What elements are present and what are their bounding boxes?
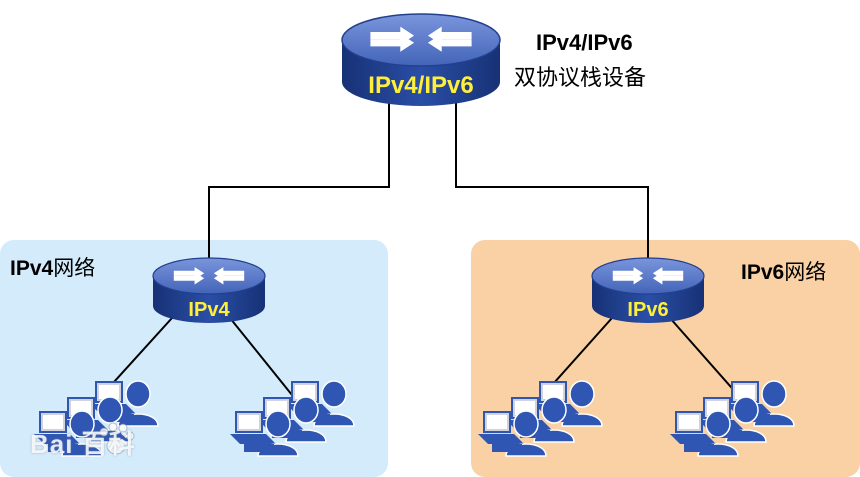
ipv6-network-title-bold: IPv6	[741, 261, 785, 284]
baidu-watermark: Bai 百科	[30, 429, 136, 459]
link-ipv4-left-group	[103, 317, 173, 394]
link-ipv6-left-group	[544, 317, 613, 394]
core-router-label: IPv4/IPv6	[368, 72, 474, 99]
ipv6-router-label: IPv6	[627, 299, 669, 321]
core-router-icon	[341, 13, 501, 106]
link-core-to-ipv4	[208, 98, 390, 262]
ipv6-network-title-rest: 网络	[784, 261, 827, 284]
core-router-caption-line2: 双协议栈设备	[514, 65, 647, 90]
link-ipv4-right-group	[229, 317, 293, 396]
ipv4-network-title: IPv4网络	[10, 252, 95, 282]
core-router-caption-line1: IPv4/IPv6	[536, 30, 633, 55]
ipv6-network-title: IPv6网络	[741, 256, 826, 286]
link-core-to-ipv6	[455, 98, 649, 262]
ipv4-router-label: IPv4	[188, 299, 230, 321]
ipv6-router-icon	[591, 257, 705, 323]
link-ipv6-right-group	[669, 317, 739, 396]
paw-print-icon	[99, 422, 135, 455]
ipv4-network-title-rest: 网络	[53, 257, 96, 280]
ipv4-router-icon	[152, 257, 266, 323]
ipv4-network-title-bold: IPv4	[10, 257, 54, 280]
network-links	[103, 98, 739, 396]
